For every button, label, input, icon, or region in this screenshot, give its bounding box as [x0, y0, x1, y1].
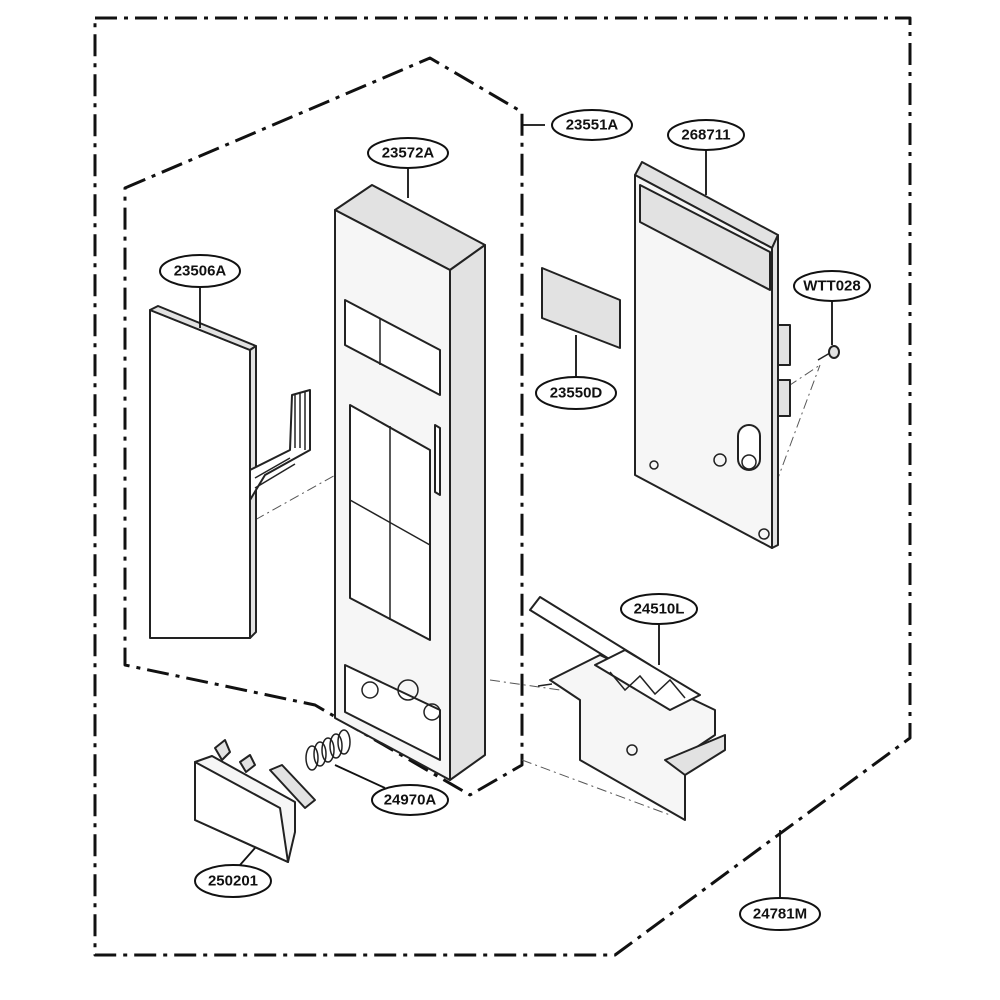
assembly-guide-lines — [254, 364, 821, 816]
callout-label: 23550D — [550, 385, 603, 402]
callout-23572a: 23572A — [367, 137, 449, 169]
spring-24970a — [305, 729, 351, 771]
callout-label: 23551A — [566, 117, 619, 134]
callout-24781m: 24781M — [739, 897, 821, 931]
callout-label: 23572A — [382, 145, 435, 162]
display-window-23550d — [541, 267, 621, 349]
control-panel-frame-23572a — [334, 184, 486, 781]
button-250201 — [194, 739, 316, 863]
callout-label: 24510L — [634, 601, 685, 618]
inner-assembly-boundary — [123, 56, 524, 797]
lever-assembly-24510l — [529, 596, 726, 821]
callout-label: WTT028 — [803, 278, 861, 295]
callout-label: 250201 — [208, 873, 258, 890]
callout-label: 268711 — [681, 127, 730, 144]
callout-24970a: 24970A — [371, 784, 449, 816]
callout-23506a: 23506A — [159, 254, 241, 288]
callout-24510l: 24510L — [620, 593, 698, 625]
callout-23550d: 23550D — [535, 376, 617, 410]
callout-label: 24781M — [753, 906, 807, 923]
callout-label: 24970A — [384, 792, 437, 809]
outer-assembly-boundary — [93, 16, 912, 957]
callout-wtt028: WTT028 — [793, 270, 871, 302]
screw-wtt028 — [817, 345, 840, 361]
pcb-assembly-268711 — [634, 161, 791, 549]
leader-lines — [199, 124, 833, 898]
callout-label: 23506A — [174, 263, 227, 280]
callout-250201: 250201 — [194, 864, 272, 898]
callout-268711: 268711 — [667, 119, 745, 151]
callout-23551a: 23551A — [551, 109, 633, 141]
membrane-panel-23506a — [149, 305, 311, 639]
